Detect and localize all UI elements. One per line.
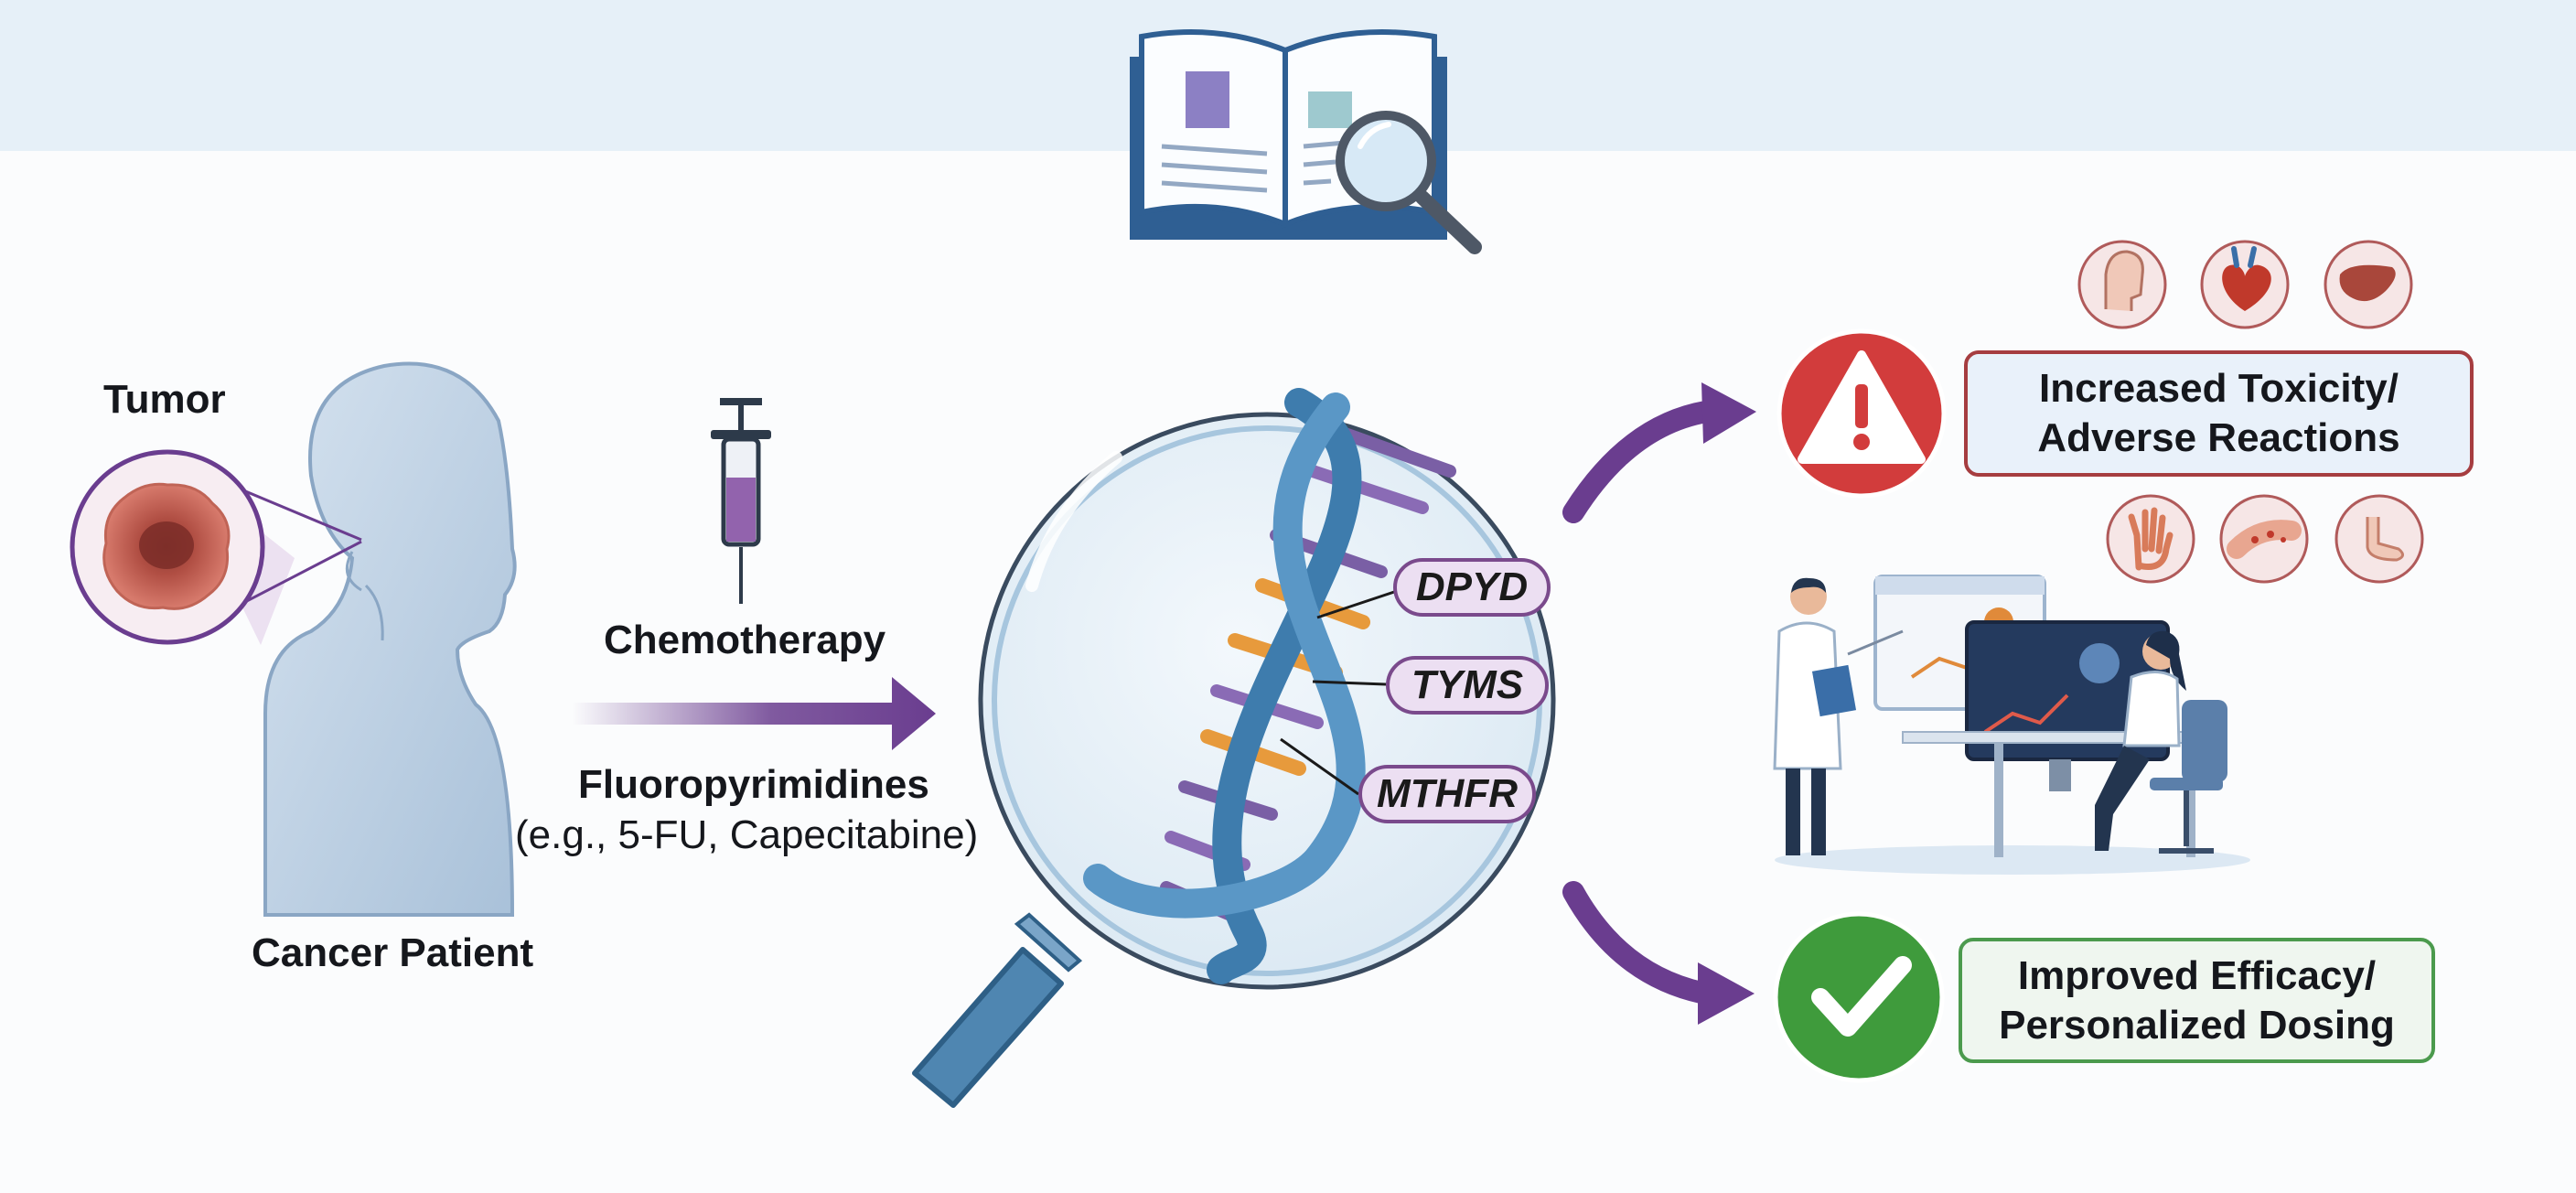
toxicity-line-2: Adverse Reactions bbox=[2037, 415, 2400, 460]
head-icon bbox=[2077, 240, 2167, 329]
warning-triangle-icon bbox=[1776, 328, 1947, 499]
checkmark-icon bbox=[1773, 911, 1945, 1083]
dna-magnifier-icon bbox=[912, 388, 1556, 1108]
efficacy-arrow bbox=[1562, 881, 1755, 1025]
doctor-data-review-icon bbox=[1773, 575, 2250, 875]
efficacy-line-2: Personalized Dosing bbox=[1999, 1002, 2395, 1048]
patient-label: Cancer Patient bbox=[252, 930, 534, 975]
tumor-zoom-icon bbox=[70, 449, 362, 645]
drug-examples-label: (e.g., 5-FU, Capecitabine) bbox=[515, 812, 979, 857]
skin-lesion-icon bbox=[2219, 494, 2309, 584]
open-book-magnifier-icon bbox=[1130, 29, 1482, 254]
hand-rash-icon bbox=[2106, 494, 2195, 584]
gene-label-mthfr: MTHFR bbox=[1358, 765, 1536, 823]
foot-icon bbox=[2334, 494, 2424, 584]
liver-icon bbox=[2324, 240, 2413, 329]
patient-silhouette bbox=[263, 361, 517, 917]
syringe-icon bbox=[711, 398, 771, 604]
toxicity-outcome-box: Increased Toxicity/ Adverse Reactions bbox=[1964, 350, 2474, 477]
toxicity-arrow bbox=[1562, 382, 1756, 523]
toxicity-line-1: Increased Toxicity/ bbox=[2039, 366, 2399, 411]
chemotherapy-label: Chemotherapy bbox=[604, 618, 886, 662]
gene-label-dpyd: DPYD bbox=[1393, 558, 1551, 617]
drug-class-label: Fluoropyrimidines bbox=[578, 762, 929, 807]
heart-icon bbox=[2200, 240, 2290, 329]
gene-label-tyms: TYMS bbox=[1386, 656, 1549, 715]
tumor-label: Tumor bbox=[103, 377, 226, 422]
efficacy-outcome-box: Improved Efficacy/ Personalized Dosing bbox=[1959, 938, 2435, 1063]
chemotherapy-arrow bbox=[572, 677, 936, 750]
efficacy-line-1: Improved Efficacy/ bbox=[2017, 952, 2377, 998]
